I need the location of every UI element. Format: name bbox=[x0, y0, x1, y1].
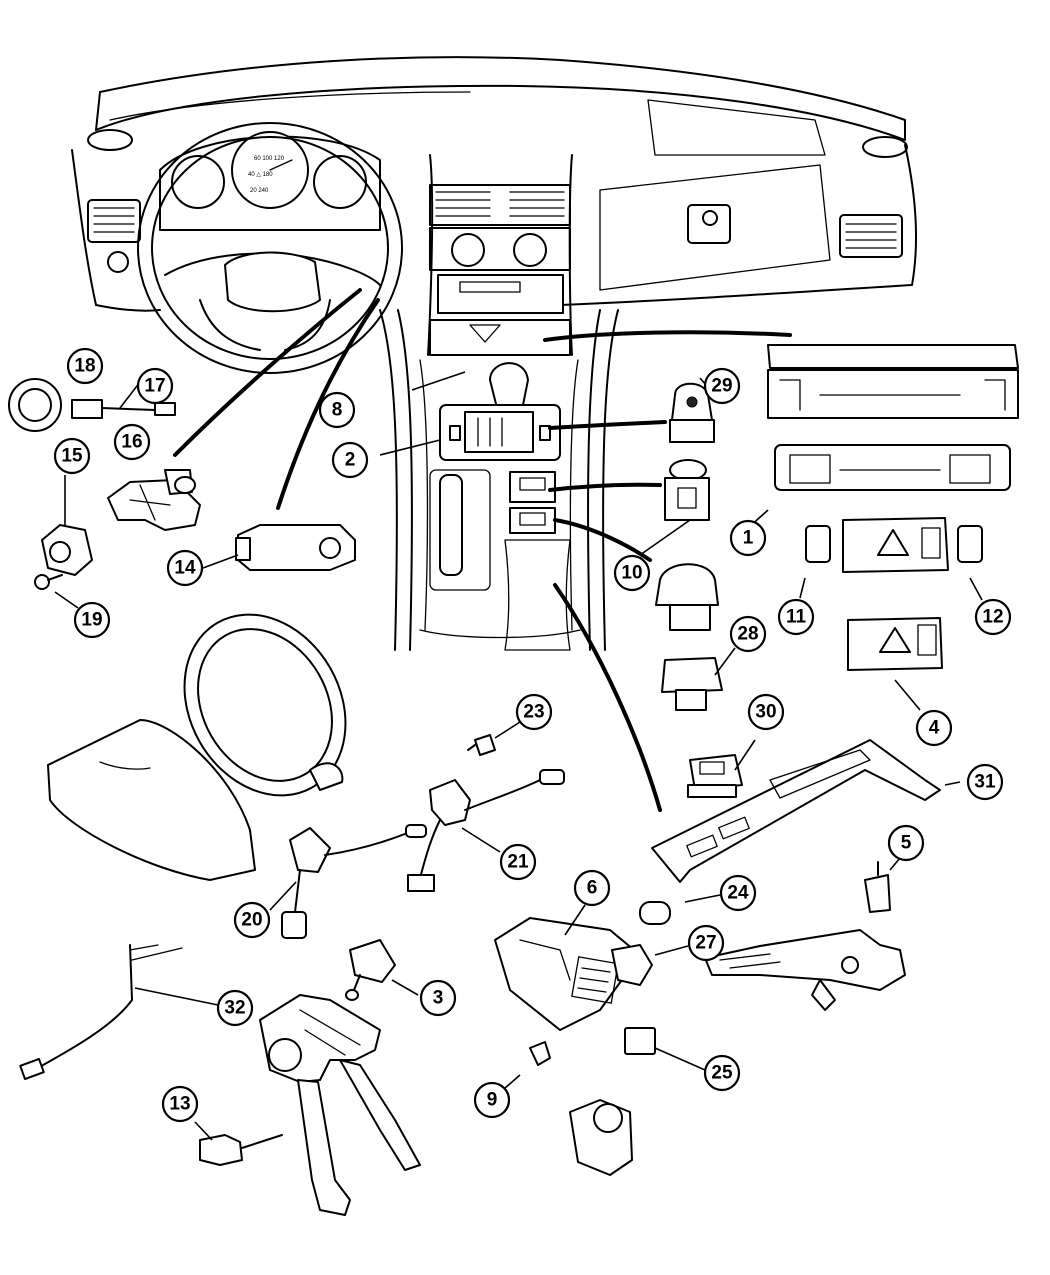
part-1-switch-panel bbox=[747, 344, 1019, 529]
callouts: 1 2 3 4 5 6 8 9 10 11 12 13 14 15 16 17 … bbox=[53, 347, 1012, 1123]
svg-text:10: 10 bbox=[621, 563, 642, 584]
callout-23: 23 bbox=[515, 693, 553, 731]
part-9-clip bbox=[504, 1041, 551, 1089]
svg-text:27: 27 bbox=[695, 933, 716, 954]
svg-text:2: 2 bbox=[345, 450, 356, 471]
svg-text:32: 32 bbox=[224, 998, 245, 1019]
callout-8: 8 bbox=[318, 391, 356, 429]
callout-18: 18 bbox=[66, 347, 104, 385]
part-24-bulb bbox=[639, 894, 721, 925]
svg-text:19: 19 bbox=[81, 610, 102, 631]
callout-25: 25 bbox=[703, 1054, 741, 1092]
callout-28: 28 bbox=[729, 615, 767, 653]
part-19-screw bbox=[34, 574, 79, 609]
part-5-connector bbox=[864, 857, 901, 913]
callout-10: 10 bbox=[613, 554, 651, 592]
callout-19: 19 bbox=[73, 601, 111, 639]
part-31-trim bbox=[651, 739, 961, 883]
svg-text:8: 8 bbox=[332, 400, 343, 421]
svg-text:20: 20 bbox=[241, 910, 262, 931]
svg-text:15: 15 bbox=[61, 446, 83, 467]
svg-text:24: 24 bbox=[727, 883, 749, 904]
part-6-module bbox=[494, 904, 689, 1031]
svg-text:4: 4 bbox=[929, 718, 940, 739]
part-steering-wheel-airbag bbox=[47, 613, 347, 881]
part-illustrations bbox=[8, 344, 1019, 1216]
part-20-wiper-switch bbox=[269, 824, 427, 939]
svg-text:1: 1 bbox=[743, 528, 754, 549]
callout-30: 30 bbox=[747, 693, 785, 731]
part-21-combo-switch bbox=[407, 769, 565, 892]
svg-text:30: 30 bbox=[755, 702, 776, 723]
callout-20: 20 bbox=[233, 901, 271, 939]
part-16-ignition-switch bbox=[107, 469, 201, 531]
callout-3: 3 bbox=[419, 979, 457, 1017]
callout-5: 5 bbox=[887, 824, 925, 862]
callout-29: 29 bbox=[703, 367, 741, 405]
callout-12: 12 bbox=[974, 598, 1012, 636]
part-23-bolt bbox=[467, 721, 521, 756]
svg-text:60 100 120: 60 100 120 bbox=[254, 156, 285, 162]
svg-text:25: 25 bbox=[711, 1063, 733, 1084]
callout-32: 32 bbox=[216, 989, 254, 1027]
part-10-switch-lower bbox=[655, 563, 719, 631]
part-30-switch bbox=[687, 739, 756, 798]
callout-13: 13 bbox=[161, 1085, 199, 1123]
svg-text:28: 28 bbox=[737, 624, 758, 645]
svg-text:12: 12 bbox=[982, 607, 1003, 628]
part-32-wiring bbox=[19, 944, 219, 1080]
part-18-ring bbox=[8, 378, 62, 432]
callout-27: 27 bbox=[687, 924, 725, 962]
dashboard-illustration: 60 100 120 40 △ 180 20 240 bbox=[71, 56, 917, 651]
svg-text:21: 21 bbox=[507, 852, 529, 873]
part-actuator bbox=[569, 1099, 633, 1176]
part-25-relay bbox=[624, 1027, 706, 1071]
callout-6: 6 bbox=[573, 869, 611, 907]
callout-4: 4 bbox=[915, 709, 953, 747]
svg-text:9: 9 bbox=[487, 1090, 498, 1111]
callout-16: 16 bbox=[113, 423, 151, 461]
svg-text:6: 6 bbox=[587, 878, 598, 899]
svg-text:13: 13 bbox=[169, 1094, 190, 1115]
svg-text:29: 29 bbox=[711, 376, 732, 397]
svg-text:23: 23 bbox=[523, 702, 544, 723]
svg-text:20 240: 20 240 bbox=[250, 188, 269, 194]
part-4-hazard-panel bbox=[847, 617, 943, 711]
part-28-switch bbox=[661, 647, 736, 711]
svg-text:11: 11 bbox=[786, 607, 807, 628]
callout-14: 14 bbox=[166, 549, 204, 587]
part-13-sensor bbox=[194, 1121, 283, 1166]
part-11-12-switches bbox=[799, 525, 983, 601]
part-10-switch bbox=[639, 459, 710, 556]
svg-text:31: 31 bbox=[974, 772, 996, 793]
svg-text:16: 16 bbox=[121, 432, 142, 453]
svg-text:14: 14 bbox=[174, 558, 196, 579]
part-15-lock-cylinder bbox=[41, 475, 93, 576]
part-14-module bbox=[202, 524, 356, 571]
callout-9: 9 bbox=[473, 1081, 511, 1119]
callout-1: 1 bbox=[729, 519, 767, 557]
callout-31: 31 bbox=[966, 763, 1004, 801]
svg-text:18: 18 bbox=[74, 356, 95, 377]
leader-arrows bbox=[173, 288, 792, 812]
callout-15: 15 bbox=[53, 437, 91, 475]
svg-text:5: 5 bbox=[901, 833, 912, 854]
svg-text:40 △ 180: 40 △ 180 bbox=[248, 172, 273, 178]
callout-24: 24 bbox=[719, 874, 757, 912]
callout-17: 17 bbox=[136, 367, 174, 405]
part-lever-assembly bbox=[704, 929, 906, 1011]
svg-text:3: 3 bbox=[433, 988, 444, 1009]
callout-11: 11 bbox=[777, 598, 815, 636]
part-hazard-panel bbox=[842, 517, 949, 573]
svg-text:17: 17 bbox=[144, 376, 165, 397]
callout-2: 2 bbox=[331, 441, 369, 479]
part-3-switch bbox=[345, 939, 419, 1001]
part-pedal-assembly bbox=[259, 994, 421, 1216]
part-17-connector bbox=[71, 381, 176, 419]
callout-21: 21 bbox=[499, 843, 537, 881]
